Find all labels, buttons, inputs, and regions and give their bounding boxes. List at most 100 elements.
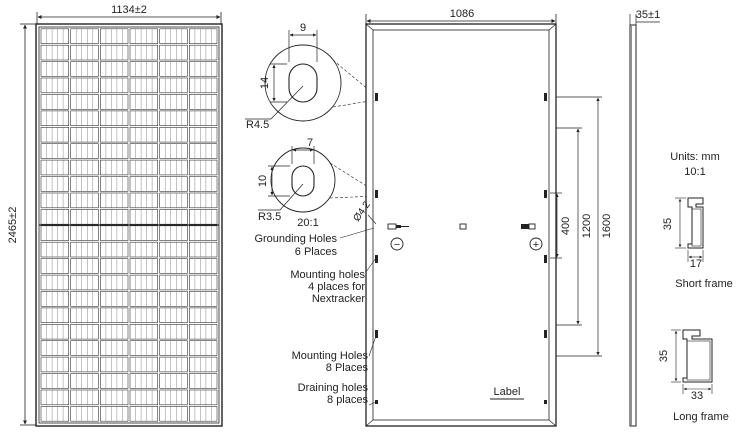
solar-cell	[189, 209, 218, 225]
solar-cell	[159, 323, 188, 340]
solar-cell	[159, 44, 188, 61]
solar-cell	[159, 192, 188, 209]
solar-cell	[189, 307, 218, 323]
solar-cell	[70, 291, 99, 307]
solar-cell	[129, 44, 159, 61]
solar-cell	[129, 291, 159, 307]
detail2-height: 10	[257, 175, 269, 187]
frame-sections: Units: mm 10:1 35 17 Short frame 35 33 L…	[658, 151, 733, 423]
solar-cell	[100, 94, 129, 110]
solar-cell	[70, 176, 99, 192]
solar-cell	[159, 291, 188, 307]
plus-symbol: +	[533, 239, 539, 251]
units-label: Units: mm	[670, 151, 720, 163]
long-frame-width: 33	[691, 390, 703, 402]
solar-cell	[159, 94, 188, 110]
solar-cell	[40, 340, 70, 356]
solar-cell	[40, 77, 70, 94]
front-height-label: 2465±2	[7, 207, 19, 244]
solar-cell	[129, 159, 159, 176]
solar-cell	[189, 192, 218, 209]
side-thickness-label: 35±1	[636, 9, 660, 21]
solar-cell	[100, 356, 129, 373]
solar-cell	[159, 340, 188, 356]
solar-cell	[70, 127, 99, 143]
solar-cell	[159, 389, 188, 406]
solar-cell	[40, 373, 70, 389]
solar-cell	[129, 274, 159, 291]
solar-cell	[40, 61, 70, 77]
solar-cell	[100, 307, 129, 323]
solar-cell	[40, 110, 70, 127]
solar-cell	[129, 323, 159, 340]
solar-cell	[129, 176, 159, 192]
solar-cell	[100, 274, 129, 291]
solar-cell	[40, 209, 70, 225]
solar-cell	[189, 44, 218, 61]
long-frame-name: Long frame	[673, 411, 729, 423]
solar-cell	[189, 389, 218, 406]
dim-400: 400	[560, 217, 572, 235]
solar-cell	[70, 94, 99, 110]
solar-cell	[100, 258, 129, 274]
solar-cell	[70, 192, 99, 209]
solar-cell	[159, 28, 188, 44]
front-width-label: 1134±2	[111, 4, 147, 16]
solar-cell	[189, 323, 218, 340]
solar-cell	[70, 61, 99, 77]
solar-cell	[129, 356, 159, 373]
solar-cell	[189, 291, 218, 307]
solar-cell	[100, 225, 129, 241]
solar-cell	[40, 274, 70, 291]
solar-cell	[189, 258, 218, 274]
long-frame-height: 35	[658, 350, 670, 362]
mounting-holes	[375, 93, 547, 404]
solar-cell	[159, 241, 188, 258]
solar-cell	[70, 110, 99, 127]
solar-cell	[40, 389, 70, 406]
solar-cell	[100, 44, 129, 61]
callout-draining-2: 8 places	[327, 394, 368, 406]
solar-cell	[40, 176, 70, 192]
detail1-radius: R4.5	[246, 119, 269, 131]
solar-cell	[100, 291, 129, 307]
solar-cell	[100, 209, 129, 225]
short-frame-profile	[687, 197, 704, 249]
callout-grounding-1: Grounding Holes	[254, 233, 337, 245]
solar-cell	[129, 28, 159, 44]
solar-cell	[189, 373, 218, 389]
solar-cell	[129, 340, 159, 356]
label-text: Label	[494, 386, 521, 398]
solar-cell	[129, 61, 159, 77]
solar-cell	[100, 61, 129, 77]
solar-cell	[100, 373, 129, 389]
solar-cell	[100, 127, 129, 143]
solar-cell	[100, 340, 129, 356]
solar-cell	[40, 225, 70, 241]
detail2-slot	[291, 165, 315, 197]
solar-cell	[129, 94, 159, 110]
detail1-height: 14	[259, 77, 271, 89]
solar-cell	[100, 176, 129, 192]
callouts: Grounding Holes 6 Places Mounting holes …	[254, 227, 377, 406]
solar-cell	[40, 143, 70, 159]
solar-cell	[100, 406, 129, 422]
solar-cell	[159, 373, 188, 389]
solar-cell	[100, 192, 129, 209]
side-view: 35±1	[629, 9, 660, 427]
short-frame-height: 35	[662, 218, 674, 230]
solar-cell	[40, 291, 70, 307]
solar-cell	[70, 389, 99, 406]
solar-cell	[40, 94, 70, 110]
side-profile	[629, 24, 637, 427]
solar-cell	[129, 209, 159, 225]
solar-cell	[189, 94, 218, 110]
solar-cell	[159, 61, 188, 77]
solar-cell	[159, 159, 188, 176]
solar-cell	[70, 209, 99, 225]
solar-cell	[129, 225, 159, 241]
detail2-radius: R3.5	[258, 211, 281, 223]
solar-cell	[40, 323, 70, 340]
